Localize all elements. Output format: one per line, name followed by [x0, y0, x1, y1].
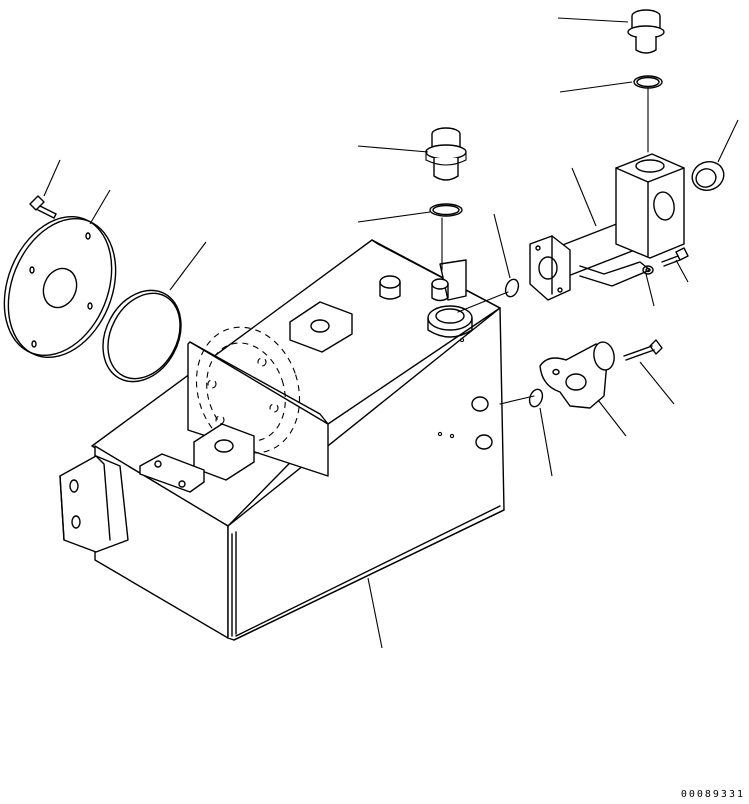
- small-seal-upper: [504, 278, 520, 298]
- pipe-bolt: [661, 247, 689, 267]
- cover-bolt: [29, 195, 57, 219]
- hydraulic-tank: [91, 239, 505, 641]
- mounting-bracket: [59, 455, 129, 553]
- small-seal-lower: [528, 388, 544, 408]
- leader-lines: [43, 17, 739, 649]
- sensor-fitting: [539, 341, 615, 409]
- filler-plug: [425, 127, 467, 181]
- pipe-assembly: [529, 153, 685, 301]
- elbow-plug: [627, 9, 665, 54]
- cover-plate: [3, 215, 117, 359]
- large-o-ring: [102, 289, 182, 383]
- sensor-bolt: [623, 339, 663, 361]
- elbow-o-ring: [633, 75, 663, 89]
- elbow-side-cap: [691, 161, 725, 191]
- pipe-washer: [642, 265, 654, 275]
- plug-o-ring: [429, 203, 463, 217]
- drawing-number: 00089331: [680, 789, 745, 800]
